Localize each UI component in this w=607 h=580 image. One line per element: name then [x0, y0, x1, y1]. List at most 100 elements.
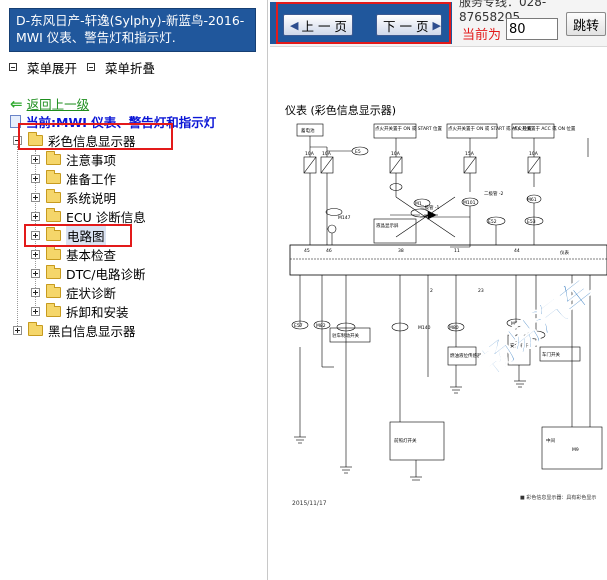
highlight-box-page-nav — [276, 2, 451, 44]
menu-expand-bar: 菜单展开 菜单折叠 — [9, 58, 165, 76]
tree-node-label[interactable]: 黑白信息显示器 — [48, 323, 136, 339]
folder-icon — [46, 245, 61, 260]
display-switch-box — [373, 218, 417, 244]
diagram-label-m101: M101 — [463, 200, 476, 206]
next-page-label: 下 一 页 — [383, 18, 429, 34]
diagram-label-sw-fuel: 燃油液位传感器 — [450, 352, 482, 359]
menu-collapse-link[interactable]: 菜单折叠 — [105, 60, 156, 76]
expand-node-icon[interactable] — [31, 306, 40, 316]
expand-node-icon[interactable] — [31, 192, 40, 202]
service-hotline: 服务专线：028-87658205 — [459, 0, 547, 24]
page-nav-box: ◀ 上 一 页 下 一 页 ▶ — [270, 2, 452, 44]
back-arrow-icon[interactable]: ⇐ — [10, 94, 23, 113]
diagram-label-e52: E52 — [488, 219, 497, 225]
diagram-label-n2: 2 — [430, 288, 433, 294]
tree-node-precautions[interactable]: 注意事项 — [31, 150, 116, 168]
diagram-label-m80: M80 — [449, 325, 459, 331]
expand-node-icon[interactable] — [31, 230, 40, 240]
ign-on-box — [373, 123, 417, 139]
arrow-left-icon: ◀ — [290, 18, 299, 32]
tree-node-wiring-diagram[interactable]: 电路图 — [31, 225, 106, 245]
expand-node-icon[interactable] — [31, 154, 40, 164]
tree-node-symptom-diagnosis[interactable]: 症状诊断 — [31, 283, 116, 301]
diagram-label-f10a1: 10A — [305, 151, 315, 157]
expand-node-icon[interactable] — [13, 325, 22, 335]
diagram-label-f15a: 15A — [465, 151, 475, 157]
back-link[interactable]: 返回上一级 — [26, 97, 90, 112]
current-page-label: 当前为 — [462, 28, 502, 43]
tree-node-preparation[interactable]: 准备工作 — [31, 169, 116, 187]
tree-connector — [17, 146, 18, 332]
current-location-label: 当前:MWI 仪表、警告灯和指示灯 — [26, 115, 217, 130]
expand-node-icon[interactable] — [31, 287, 40, 297]
diagram-label-ign-acc: 点火开关置于 ON 或 START 或 ACC 位置 — [448, 125, 532, 132]
tree-node-label[interactable]: 基本检查 — [66, 247, 117, 263]
collapse-icon[interactable] — [87, 63, 96, 71]
diagram-label-diode2: 二极管 -2 — [484, 190, 504, 197]
next-page-button[interactable]: 下 一 页 ▶ — [376, 14, 442, 36]
tree-node-mono-display[interactable]: 黑白信息显示器 — [13, 321, 136, 339]
diagram-label-n44: 44 — [514, 248, 520, 254]
meter-unit-box — [289, 244, 607, 276]
page-number-input[interactable] — [506, 18, 558, 40]
head-switch-box — [389, 421, 445, 461]
tree-node-basic-inspection[interactable]: 基本检查 — [31, 245, 116, 263]
diagram-label-ev: 仪表 — [560, 249, 569, 256]
diagram-label-sw-head: 前照灯开关 — [394, 437, 417, 444]
tree-node-dtc-diagnosis[interactable]: DTC/电路诊断 — [31, 264, 145, 282]
diagram-label-sw-seat: 安全带开关 — [510, 342, 533, 349]
expand-node-icon[interactable] — [31, 173, 40, 183]
tree-node-label[interactable]: 准备工作 — [66, 171, 117, 187]
highlight-box-color-display — [18, 123, 173, 150]
tree-node-label[interactable]: 彩色信息显示器 — [48, 133, 136, 149]
tree-node-label[interactable]: ECU 诊断信息 — [66, 209, 146, 225]
folder-icon — [46, 226, 61, 241]
manual-title-box: D-东风日产-轩逸(Sylphy)-新蓝鸟-2016-MWI 仪表、警告灯和指示… — [9, 8, 256, 52]
diagram-label-f10a2: 10A — [322, 151, 332, 157]
diagram-label-m147: M147 — [338, 215, 351, 221]
diagram-label-f10a3: 10A — [391, 151, 401, 157]
folder-icon — [46, 283, 61, 298]
tree-node-label[interactable]: 拆卸和安装 — [66, 304, 129, 320]
diagram-label-m9: M9 — [572, 447, 579, 453]
folder-icon — [46, 302, 61, 317]
folder-icon — [46, 150, 61, 165]
tree-node-label-selected[interactable]: 电路图 — [66, 225, 106, 245]
diagram-label-sw-mid: 中间 — [546, 437, 555, 444]
expand-node-icon[interactable] — [31, 211, 40, 221]
diagram-label-m61: M61 — [527, 197, 537, 203]
tree-node-ecu-diagnosis[interactable]: ECU 诊断信息 — [31, 207, 146, 225]
document-pane: ◀ 上 一 页 下 一 页 ▶ 服务专线：028-87658205 当前为 跳转… — [270, 0, 607, 580]
diagram-label-e53: E53 — [527, 219, 536, 225]
tree-node-label[interactable]: DTC/电路诊断 — [66, 266, 146, 282]
diagram-label-ign-acc2: 点火开关置于 ACC 或 ON 位置 — [513, 125, 576, 132]
menu-expand-link[interactable]: 菜单展开 — [27, 60, 78, 76]
ign-acc-box — [446, 123, 498, 139]
diagram-label-e57: E57 — [294, 323, 303, 329]
tree-node-color-display[interactable]: 彩色信息显示器 — [13, 131, 136, 149]
manual-title: D-东风日产-轩逸(Sylphy)-新蓝鸟-2016-MWI 仪表、警告灯和指示… — [16, 13, 245, 45]
document-page: 仪表 (彩色信息显示器) — [270, 46, 607, 580]
diagram-label-sw-door: 车门开关 — [542, 351, 560, 358]
diagram-label-n38: 38 — [398, 248, 404, 254]
folder-icon — [46, 207, 61, 222]
tree-node-label[interactable]: 系统说明 — [66, 190, 117, 206]
folder-icon — [46, 169, 61, 184]
tree-node-label[interactable]: 注意事项 — [66, 152, 117, 168]
jump-button[interactable]: 跳转 — [566, 12, 606, 36]
expand-icon[interactable] — [9, 63, 17, 71]
document-icon — [10, 115, 21, 128]
back-link-row[interactable]: ⇐ 返回上一级 — [10, 94, 89, 113]
collapse-node-icon[interactable] — [13, 135, 22, 145]
diagram-label-n45: 45 — [304, 248, 310, 254]
diagram-label-m5: M5 — [511, 321, 518, 327]
door-switch-box — [539, 346, 581, 362]
tree-node-system-description[interactable]: 系统说明 — [31, 188, 116, 206]
expand-node-icon[interactable] — [31, 249, 40, 259]
diagram-label-m140: M140 — [418, 325, 431, 331]
expand-node-icon[interactable] — [31, 268, 40, 278]
tree-node-removal-installation[interactable]: 拆卸和安装 — [31, 302, 129, 320]
tree-node-label[interactable]: 症状诊断 — [66, 285, 117, 301]
prev-page-button[interactable]: ◀ 上 一 页 — [283, 14, 353, 36]
